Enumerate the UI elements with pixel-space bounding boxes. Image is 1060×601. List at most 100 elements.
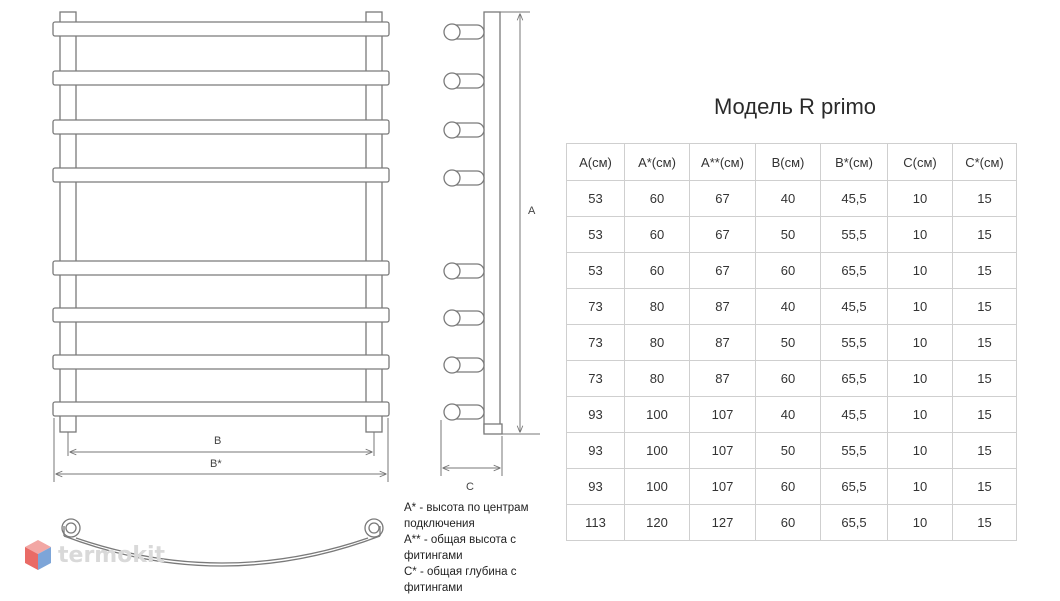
table-cell: 53	[566, 180, 625, 217]
table-cell: 87	[689, 360, 756, 397]
table-cell: 10	[887, 216, 953, 253]
table-cell: 80	[624, 324, 690, 361]
table-cell: 67	[689, 252, 756, 289]
table-header-row: A(см)A*(см)A**(см)B(см)B*(см)C(см)C*(см)	[566, 143, 1017, 181]
table-cell: 15	[952, 504, 1017, 541]
side-view	[443, 11, 503, 435]
table-cell: 65,5	[820, 360, 888, 397]
table-cell: 15	[952, 468, 1017, 505]
table-cell: 15	[952, 288, 1017, 325]
table-cell: 107	[689, 432, 756, 469]
side-upright	[483, 11, 501, 433]
table-cell: 40	[755, 396, 821, 433]
table-cell: 50	[755, 432, 821, 469]
rung	[52, 401, 390, 417]
table-cell: 73	[566, 360, 625, 397]
table-cell: 60	[755, 360, 821, 397]
table-cell: 50	[755, 324, 821, 361]
brand-logo: termokit	[24, 535, 165, 575]
table-cell: 80	[624, 360, 690, 397]
table-cell: 10	[887, 504, 953, 541]
table-cell: 15	[952, 180, 1017, 217]
table-cell: 45,5	[820, 396, 888, 433]
front-view	[52, 11, 390, 433]
model-title: Модель R primo	[713, 94, 877, 119]
rung	[52, 260, 390, 276]
rung	[52, 354, 390, 370]
specs-table: A(см)A*(см)A**(см)B(см)B*(см)C(см)C*(см)…	[566, 143, 1017, 541]
depth-dimension	[440, 420, 503, 476]
table-cell: 60	[755, 252, 821, 289]
table-cell: 120	[624, 504, 690, 541]
notes: A* - высота по центрам подключения A** -…	[404, 500, 564, 596]
table-cell: 87	[689, 288, 756, 325]
table-cell: 73	[566, 288, 625, 325]
table-cell: 15	[952, 360, 1017, 397]
table-cell: 60	[755, 468, 821, 505]
table-cell: 10	[887, 360, 953, 397]
table-cell: 60	[755, 504, 821, 541]
label-a: A	[528, 205, 536, 217]
label-b: B	[214, 435, 221, 447]
table-cell: 45,5	[820, 180, 888, 217]
table-cell: 40	[755, 180, 821, 217]
table-cell: 10	[887, 432, 953, 469]
note-a-double-star: A** - общая высота с фитингами	[404, 534, 516, 562]
table-cell: 107	[689, 468, 756, 505]
table-cell: 65,5	[820, 504, 888, 541]
table-cell: 15	[952, 216, 1017, 253]
table-cell: 55,5	[820, 216, 888, 253]
note-c-star: C* - общая глубина с фитингами	[404, 566, 517, 594]
table-cell: 10	[887, 324, 953, 361]
column-header: B*(см)	[820, 143, 888, 181]
table-cell: 67	[689, 216, 756, 253]
column-header: C*(см)	[952, 143, 1017, 181]
cube-icon	[25, 540, 51, 570]
table-cell: 53	[566, 252, 625, 289]
rung	[52, 167, 390, 183]
table-cell: 87	[689, 324, 756, 361]
column-header: B(см)	[755, 143, 821, 181]
table-cell: 60	[624, 252, 690, 289]
table-cell: 55,5	[820, 324, 888, 361]
table-cell: 93	[566, 432, 625, 469]
table-cell: 113	[566, 504, 625, 541]
rung	[52, 119, 390, 135]
column-header: C(см)	[887, 143, 953, 181]
table-cell: 80	[624, 288, 690, 325]
table-cell: 10	[887, 396, 953, 433]
side-rungs	[443, 23, 485, 421]
table-cell: 60	[624, 180, 690, 217]
table-cell: 15	[952, 324, 1017, 361]
table-cell: 100	[624, 396, 690, 433]
table-cell: 100	[624, 468, 690, 505]
table-cell: 65,5	[820, 468, 888, 505]
height-dimension	[500, 11, 540, 435]
column-header: A**(см)	[689, 143, 756, 181]
column-header: A(см)	[566, 143, 625, 181]
table-cell: 67	[689, 180, 756, 217]
table-cell: 53	[566, 216, 625, 253]
table-cell: 15	[952, 432, 1017, 469]
table-cell: 10	[887, 288, 953, 325]
label-c: C	[466, 481, 474, 493]
table-cell: 73	[566, 324, 625, 361]
rung	[52, 307, 390, 323]
width-dimensions	[53, 418, 389, 482]
column-header: A*(см)	[624, 143, 690, 181]
table-cell: 15	[952, 396, 1017, 433]
rung	[52, 70, 390, 86]
table-cell: 60	[624, 216, 690, 253]
table-cell: 127	[689, 504, 756, 541]
logo-text: termokit	[58, 542, 166, 568]
